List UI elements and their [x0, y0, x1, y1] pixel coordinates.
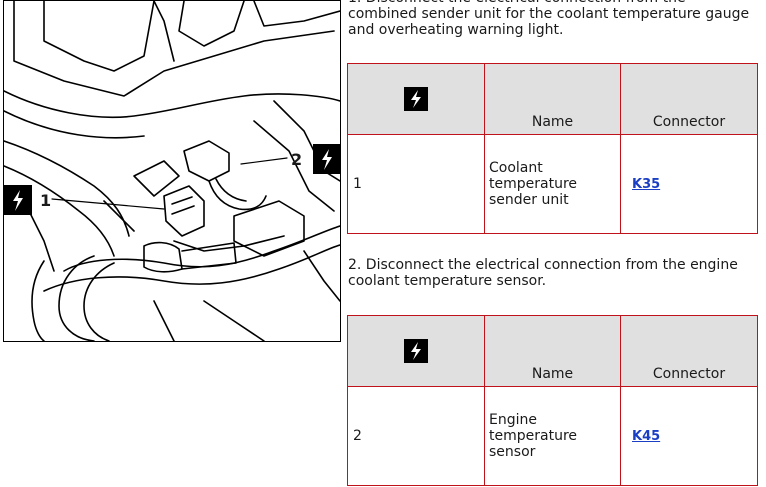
name-column-header: Name	[484, 63, 621, 135]
electrical-icon-header	[347, 63, 485, 135]
row-number: 1	[347, 134, 485, 234]
callout-1-label: 1	[40, 191, 52, 210]
connector-cell: K45	[620, 386, 758, 486]
step-1-instruction: 1. Disconnect the electrical connection …	[348, 0, 750, 38]
table-header-row: Name Connector	[347, 63, 758, 135]
name-column-header: Name	[484, 315, 621, 387]
component-name: Coolant temperature sender unit	[484, 134, 621, 234]
table-row: 1 Coolant temperature sender unit K35	[347, 134, 758, 234]
connector-cell: K35	[620, 134, 758, 234]
component-name: Engine temperature sensor	[484, 386, 621, 486]
connector-column-header: Connector	[620, 63, 758, 135]
lightning-bolt-icon	[404, 339, 428, 363]
connector-link-k35[interactable]: K35	[632, 177, 661, 192]
lightning-bolt-icon	[404, 87, 428, 111]
engine-bay-illustration: 1 2	[3, 0, 341, 342]
step-2-instruction: 2. Disconnect the electrical connection …	[348, 257, 738, 289]
row-number: 2	[347, 386, 485, 486]
connector-column-header: Connector	[620, 315, 758, 387]
electrical-icon-header	[347, 315, 485, 387]
callout-2-label: 2	[291, 150, 303, 169]
connector-link-k45[interactable]: K45	[632, 429, 661, 444]
table-header-row: Name Connector	[347, 315, 758, 387]
connector-table-1: Name Connector 1 Coolant temperature sen…	[347, 63, 758, 234]
table-row: 2 Engine temperature sensor K45	[347, 386, 758, 486]
connector-table-2: Name Connector 2 Engine temperature sens…	[347, 315, 758, 486]
